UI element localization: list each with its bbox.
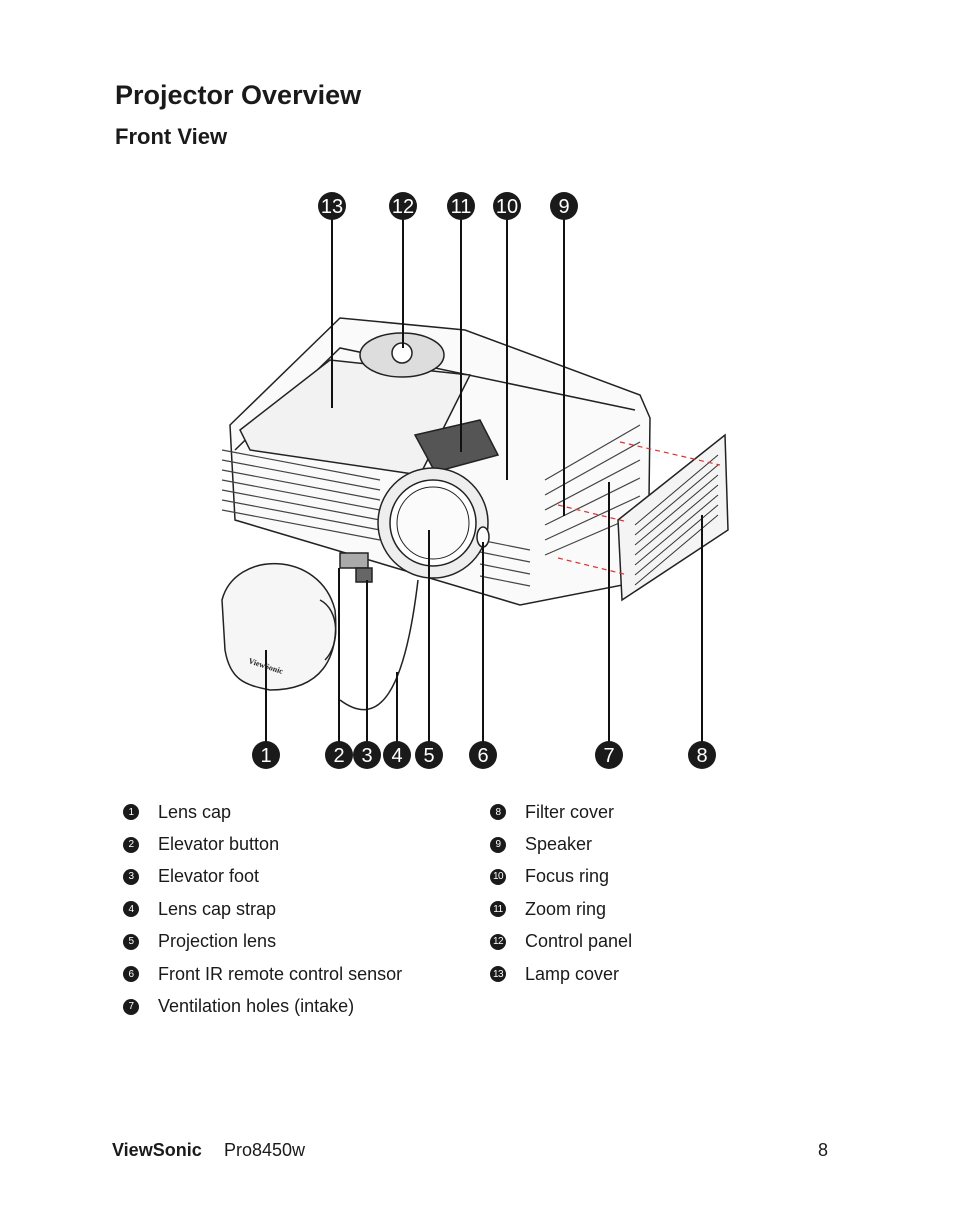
legend-label: Ventilation holes (intake) (158, 996, 355, 1017)
legend-item: 9 Speaker (490, 828, 632, 860)
legend-item: 5 Projection lens (123, 926, 402, 958)
alignment-dashes (557, 441, 721, 576)
callout-label: 11 (451, 196, 472, 218)
legend-number: 4 (123, 901, 139, 918)
callout-label: 8 (696, 745, 707, 767)
callout-6: 6 (469, 741, 497, 769)
legend-number: 9 (490, 836, 506, 853)
callout-7: 7 (595, 741, 623, 769)
legend-label: Lamp cover (525, 963, 620, 984)
legend-item: 8 Filter cover (490, 796, 632, 828)
legend-number: 7 (123, 998, 139, 1015)
callout-label: 9 (558, 196, 569, 218)
legend-item: 6 Front IR remote control sensor (123, 958, 402, 990)
legend-number: 13 (490, 966, 506, 983)
filter-cover (617, 433, 729, 602)
projector-diagram: 13 12 11 10 9 1 2 3 4 5 6 7 8 ViewSonic (221, 192, 729, 769)
page-number: 8 (818, 1140, 829, 1160)
callout-10: 10 (493, 192, 521, 220)
callout-13: 13 (318, 192, 346, 220)
callout-9: 9 (550, 192, 578, 220)
legend-item: 10 Focus ring (490, 861, 632, 893)
legend-label: Lens cap (158, 801, 232, 822)
legend-label: Elevator foot (158, 866, 260, 887)
callout-label: 10 (496, 196, 518, 218)
legend-item: 2 Elevator button (123, 828, 402, 860)
legend-label: Zoom ring (525, 898, 607, 919)
callout-label: 7 (603, 745, 614, 767)
legend-label: Projection lens (158, 931, 277, 952)
legend-number: 5 (123, 933, 139, 950)
callout-label: 13 (321, 196, 343, 218)
callout-3: 3 (353, 741, 381, 769)
legend-label: Front IR remote control sensor (158, 963, 403, 984)
legend-label: Focus ring (525, 866, 610, 887)
legend-number: 3 (123, 868, 139, 885)
callout-11: 11 (447, 192, 475, 220)
callouts: 13 12 11 10 9 1 2 3 4 5 6 7 8 (252, 192, 716, 769)
legend-label: Lens cap strap (158, 898, 277, 919)
legend-item: 11 Zoom ring (490, 893, 632, 925)
footer-brand: ViewSonic (112, 1140, 202, 1160)
section-subtitle: Front View (115, 124, 228, 149)
legend-item: 12 Control panel (490, 926, 632, 958)
legend-item: 1 Lens cap (123, 796, 402, 828)
callout-label: 6 (477, 745, 488, 767)
callout-2: 2 (325, 741, 353, 769)
callout-5: 5 (415, 741, 443, 769)
legend-item: 7 Ventilation holes (intake) (123, 990, 402, 1022)
legend-number: 12 (490, 933, 506, 950)
legend-number: 10 (490, 868, 506, 885)
callout-label: 12 (392, 196, 414, 218)
callout-label: 1 (260, 745, 271, 767)
callout-label: 4 (391, 745, 402, 767)
legend-right: 8 Filter cover 9 Speaker 10 Focus ring 11 Zo… (490, 796, 632, 990)
callout-label: 3 (361, 745, 372, 767)
legend-number: 8 (490, 804, 506, 821)
legend-item: 13 Lamp cover (490, 958, 632, 990)
callout-8: 8 (688, 741, 716, 769)
legend-number: 6 (123, 966, 139, 983)
callout-4: 4 (383, 741, 411, 769)
leader-lines (265, 206, 703, 755)
legend-label: Filter cover (525, 801, 615, 822)
page-title: Projector Overview (115, 80, 362, 110)
legend-item: 3 Elevator foot (123, 861, 402, 893)
callout-12: 12 (389, 192, 417, 220)
callout-label: 5 (423, 745, 434, 767)
legend-number: 2 (123, 836, 139, 853)
legend-item: 4 Lens cap strap (123, 893, 402, 925)
footer-model: Pro8450w (224, 1140, 306, 1160)
legend-label: Control panel (525, 931, 633, 952)
legend-number: 11 (490, 901, 506, 918)
callout-label: 2 (333, 745, 344, 767)
callout-1: 1 (252, 741, 280, 769)
legend-label: Elevator button (158, 834, 280, 855)
legend-left: 1 Lens cap 2 Elevator button 3 Elevator foo… (123, 796, 402, 1023)
projector-body (221, 317, 651, 711)
legend-number: 1 (123, 804, 139, 821)
legend-label: Speaker (525, 834, 593, 855)
